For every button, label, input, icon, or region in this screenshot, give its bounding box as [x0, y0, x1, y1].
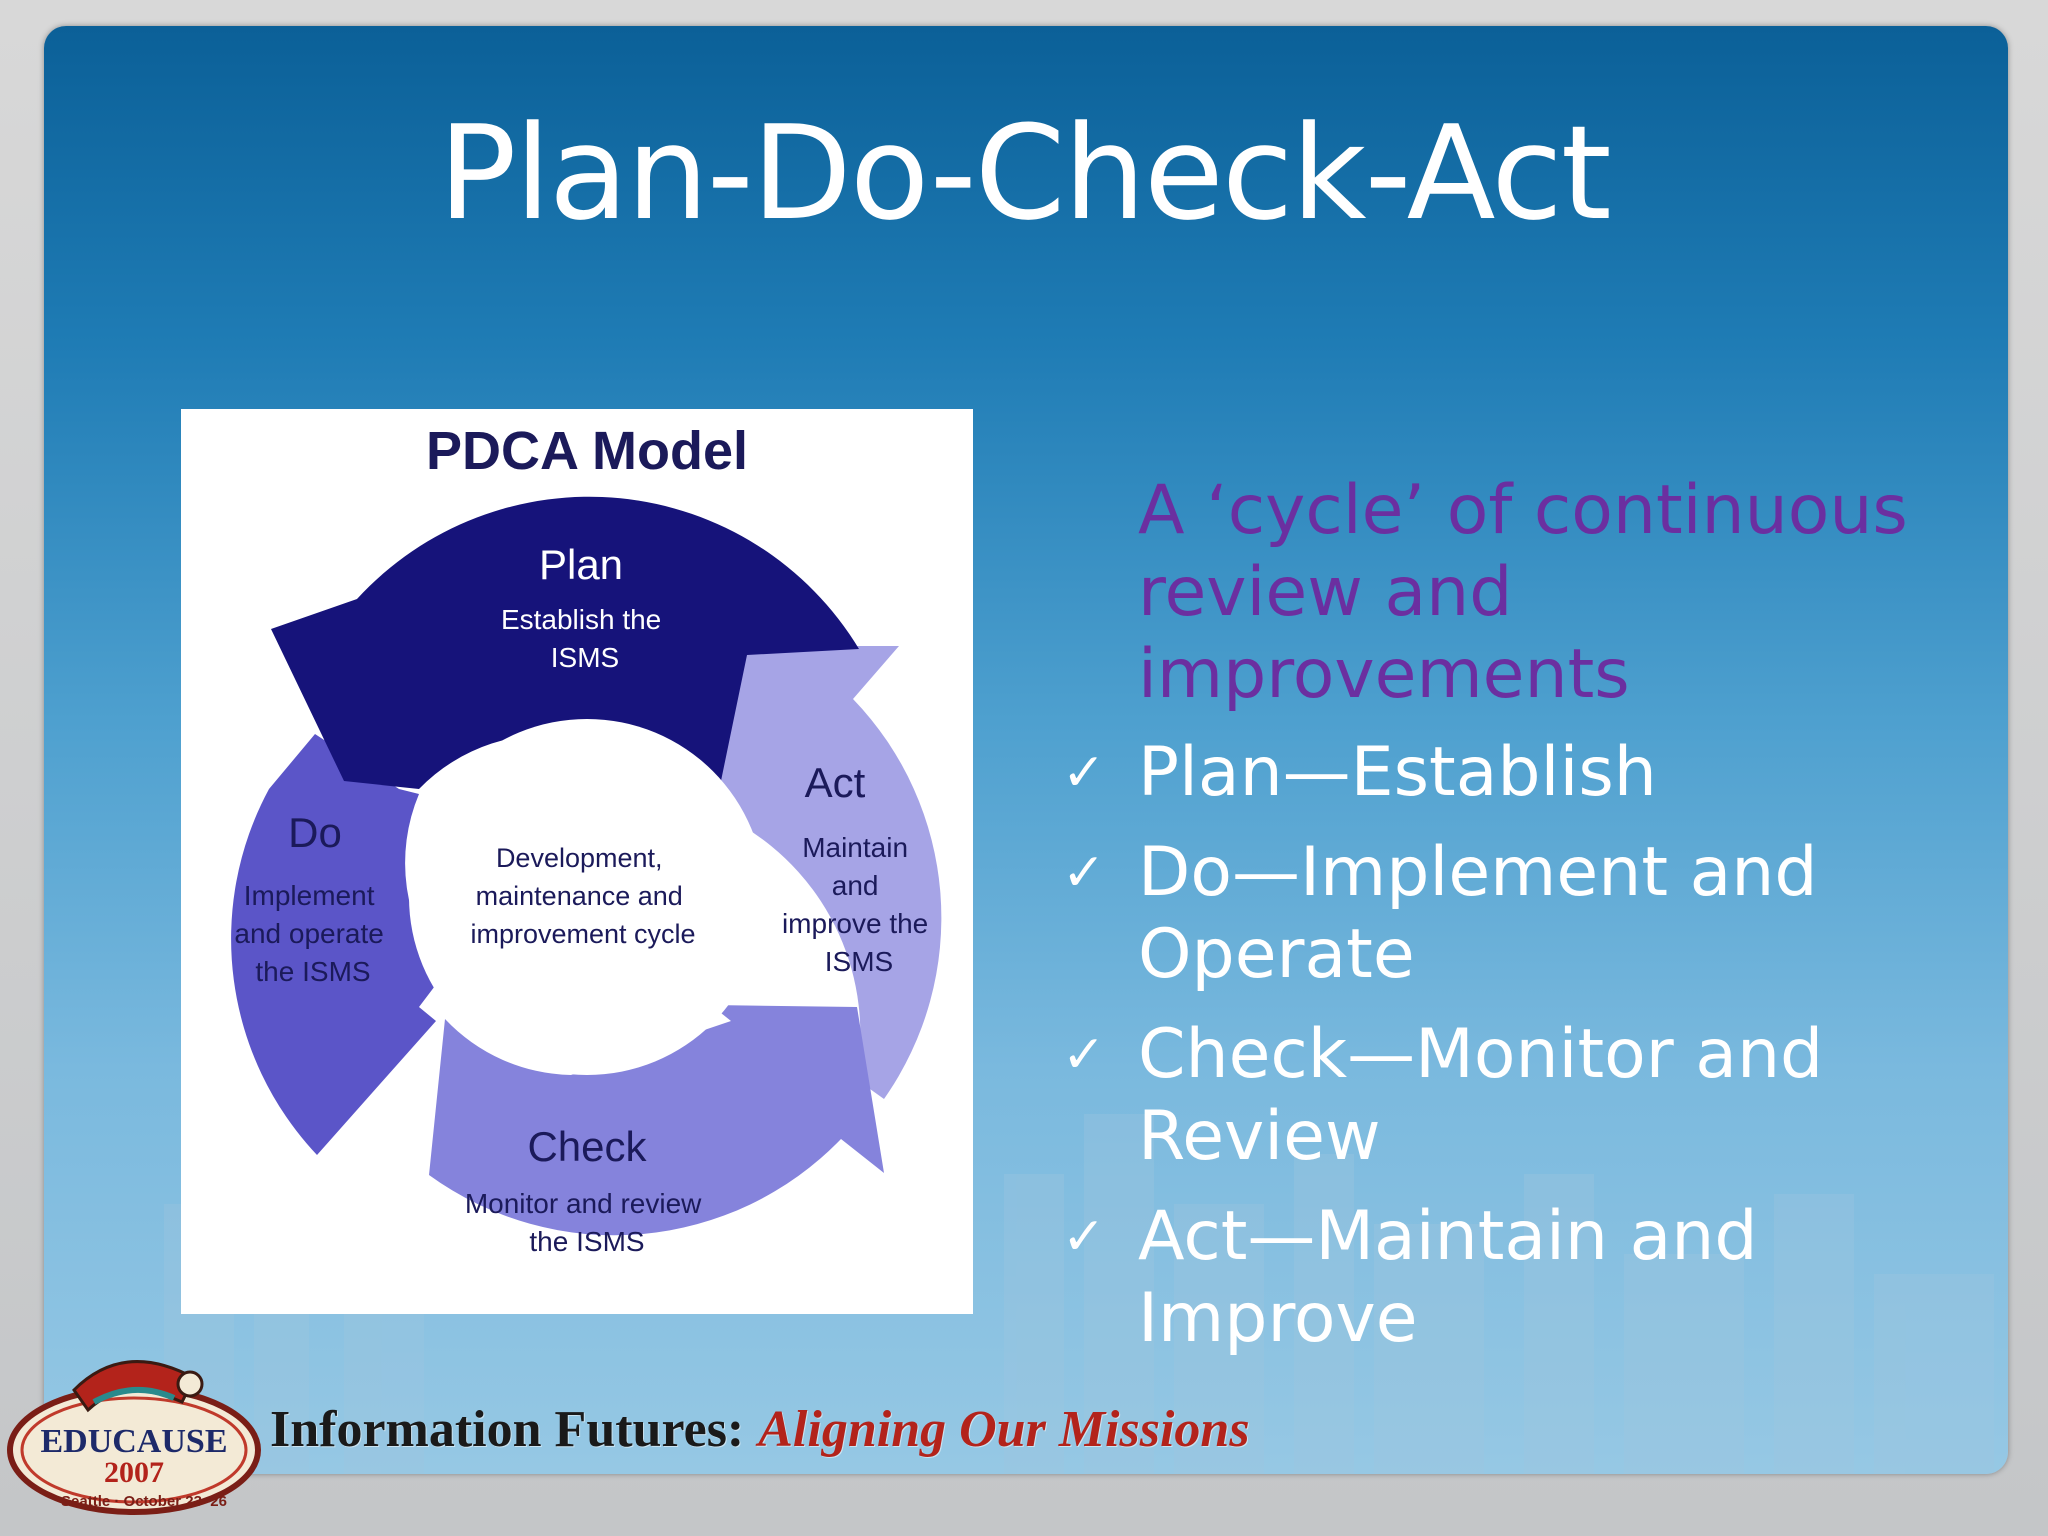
check-desc-line-2: the ISMS [529, 1226, 644, 1257]
plan-desc-line-1: Establish the [501, 604, 661, 635]
bullet-item-check: ✓ Check—Monitor and Review [1062, 1014, 1992, 1178]
inner-circle [409, 719, 765, 1075]
bullet-item-act: ✓ Act—Maintain and Improve [1062, 1196, 1992, 1360]
do-desc-line-1: Implement [244, 880, 375, 911]
plan-desc-line-2: ISMS [551, 642, 619, 673]
bullet-item-plan: ✓ Plan—Establish [1062, 732, 1992, 814]
check-desc: Monitor and review the ISMS [465, 1188, 709, 1257]
center-line-3: improvement cycle [470, 919, 695, 949]
act-segment [709, 646, 942, 1099]
pdca-diagram: PDCA Model Development, maintenance and … [181, 409, 973, 1314]
act-desc: Maintain and improve the ISMS [782, 832, 936, 977]
bullet-text: Plan—Establish [1138, 733, 1657, 812]
act-desc-line-1: Maintain [802, 832, 908, 863]
tagline-accent: Aligning Our Missions [758, 1401, 1250, 1458]
plan-desc: Establish the ISMS [501, 604, 669, 673]
diagram-title: PDCA Model [426, 421, 748, 481]
logo-year: 2007 [104, 1456, 164, 1489]
bullet-text: Act—Maintain and Improve [1138, 1197, 1758, 1358]
act-desc-line-3: improve the [782, 908, 928, 939]
act-name: Act [805, 759, 866, 806]
check-name: Check [527, 1123, 647, 1170]
plan-name: Plan [539, 541, 623, 588]
educause-logo: EDUCAUSE 2007 Seattle · October 23–26 [4, 1340, 264, 1518]
logo-subtext: Seattle · October 23–26 [61, 1493, 227, 1510]
checkmark-icon: ✓ [1062, 743, 1106, 803]
plan-segment [271, 496, 859, 839]
check-desc-line-1: Monitor and review [465, 1188, 702, 1219]
pdca-cycle-graphic: PDCA Model Development, maintenance and … [231, 421, 942, 1257]
tagline-lead: Information Futures: [270, 1401, 745, 1458]
checkmark-icon: ✓ [1062, 843, 1106, 903]
logo-text: EDUCAUSE [40, 1423, 227, 1460]
checkmark-icon: ✓ [1062, 1207, 1106, 1267]
bullet-item-do: ✓ Do—Implement and Operate [1062, 832, 1992, 996]
footer: EDUCAUSE 2007 Seattle · October 23–26 In… [0, 1340, 1500, 1520]
do-name: Do [288, 809, 342, 856]
slide-title: Plan-Do-Check-Act [438, 97, 1611, 249]
do-desc-line-3: the ISMS [255, 956, 370, 987]
center-line-2: maintenance and [476, 881, 683, 911]
do-desc-line-2: and operate [234, 918, 383, 949]
conference-tagline: Information Futures:Aligning Our Mission… [270, 1400, 1250, 1459]
bullet-text: Check—Monitor and Review [1138, 1015, 1824, 1176]
check-segment [429, 1005, 884, 1236]
bullet-list: A ‘cycle’ of continuous review and impro… [1062, 470, 1992, 1378]
bullet-text: Do—Implement and Operate [1138, 833, 1818, 994]
act-desc-line-2: and [832, 870, 879, 901]
intro-text: A ‘cycle’ of continuous review and impro… [1138, 471, 1908, 714]
do-desc: Implement and operate the ISMS [234, 880, 391, 987]
act-desc-line-4: ISMS [825, 946, 893, 977]
center-label: Development, maintenance and improvement… [470, 843, 695, 949]
checkmark-icon: ✓ [1062, 1025, 1106, 1085]
do-segment [231, 734, 444, 1155]
center-line-1: Development, [496, 843, 663, 873]
educause-logo-graphic: EDUCAUSE 2007 Seattle · October 23–26 [7, 1360, 261, 1515]
